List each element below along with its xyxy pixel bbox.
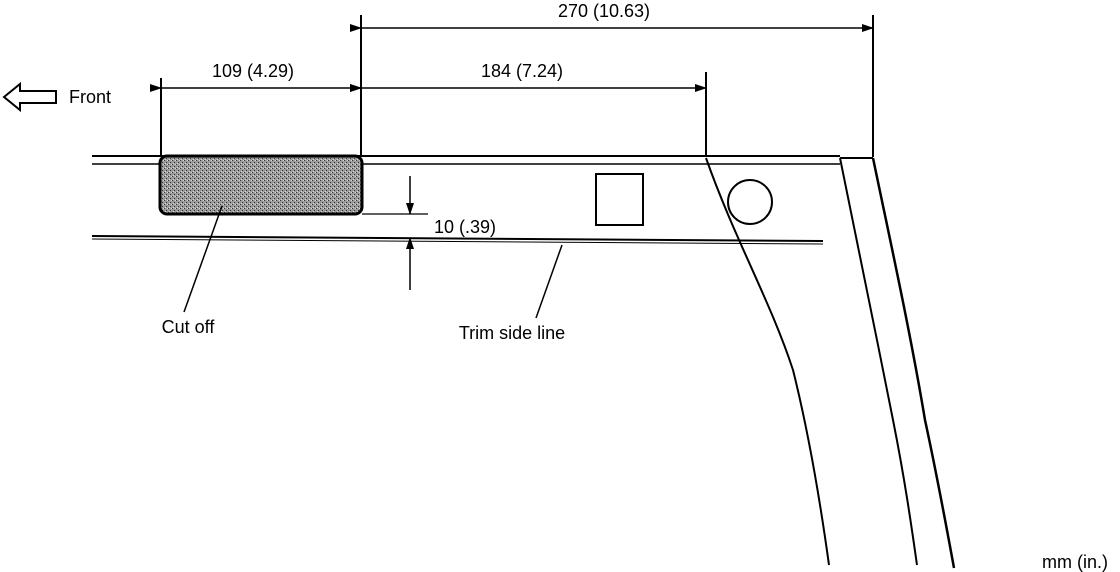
overall-dimension: 270 (10.63)	[350, 1, 874, 157]
door-pillar-inner-edge	[839, 157, 918, 566]
door-pillar-front-edge	[705, 157, 830, 566]
front-label: Front	[69, 87, 111, 107]
cut-off-callout: Cut off	[162, 205, 223, 337]
trim-side-line-callout: Trim side line	[459, 244, 565, 343]
trim-side-line-inner	[91, 238, 824, 245]
front-section-dimension: 109 (4.29)	[150, 61, 362, 157]
cut-off-area	[158, 154, 364, 216]
front-indicator: Front	[2, 81, 111, 113]
round-hole	[727, 179, 773, 225]
trim-panel	[91, 154, 956, 569]
units-label: mm (in.)	[1042, 552, 1108, 572]
square-hole	[595, 173, 644, 226]
cut-off-leader-line	[183, 205, 223, 313]
dimension-offset: 10 (.39)	[434, 217, 496, 237]
trim-side-line-leader	[535, 244, 563, 319]
dimension-front-section: 109 (4.29)	[212, 61, 294, 81]
trim-side-line	[91, 235, 824, 242]
cut-off-label: Cut off	[162, 317, 216, 337]
front-arrow-icon	[2, 81, 57, 113]
door-pillar-rear-edge	[871, 157, 956, 569]
dimension-middle-section: 184 (7.24)	[481, 61, 563, 81]
trim-side-line-label: Trim side line	[459, 323, 565, 343]
middle-section-dimension: 184 (7.24)	[350, 61, 707, 157]
dimension-overall: 270 (10.63)	[558, 1, 650, 21]
offset-dimension: 10 (.39)	[362, 176, 496, 290]
